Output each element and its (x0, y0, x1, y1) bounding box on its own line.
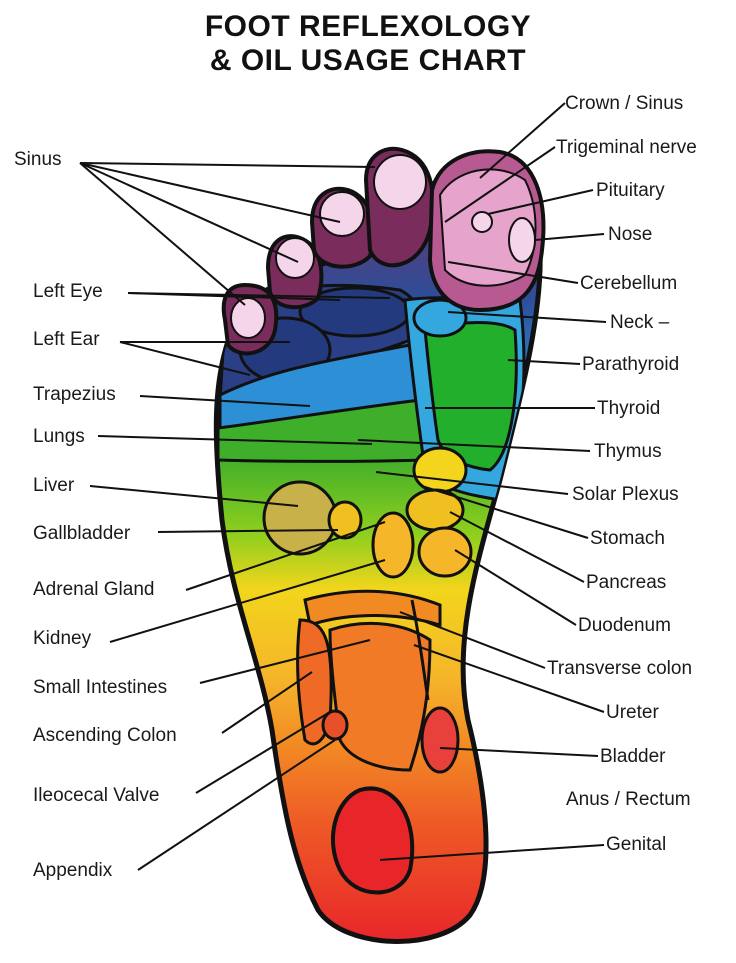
label-trigeminal-nerve: Trigeminal nerve (556, 137, 697, 158)
transverse-colon-zone (303, 589, 442, 628)
label-anus-rectum: Anus / Rectum (566, 789, 691, 810)
bladder-zone (420, 706, 460, 774)
label-ureter: Ureter (606, 702, 659, 723)
label-parathyroid: Parathyroid (582, 354, 680, 375)
second-toe (363, 146, 435, 268)
label-kidney: Kidney (33, 628, 92, 649)
label-left-eye: Left Eye (33, 281, 103, 302)
label-liver: Liver (33, 475, 75, 496)
genital-zone (331, 786, 415, 895)
label-gallbladder: Gallbladder (33, 523, 131, 544)
label-appendix: Appendix (33, 860, 113, 881)
label-small-intestines: Small Intestines (33, 677, 168, 698)
ileocecal-valve-zone (321, 709, 349, 741)
chart-title-line2: & OIL USAGE CHART (209, 44, 527, 77)
small-intestines-zone (328, 622, 432, 772)
neck-zone (412, 298, 468, 338)
label-thyroid: Thyroid (597, 398, 661, 419)
label-duodenum: Duodenum (578, 615, 671, 636)
gallbladder-zone (327, 500, 363, 540)
label-genital: Genital (606, 834, 667, 855)
label-nose: Nose (608, 224, 653, 245)
pancreas-zone (417, 526, 473, 578)
leader-lines (79, 102, 607, 871)
third-toe (309, 186, 376, 269)
label-ileocecal-valve: Ileocecal Valve (33, 785, 160, 806)
label-sinus: Sinus (14, 149, 62, 170)
label-cerebellum: Cerebellum (580, 273, 678, 294)
label-trapezius: Trapezius (33, 384, 116, 405)
label-transverse-colon: Transverse colon (547, 658, 693, 679)
label-adrenal-gland: Adrenal Gland (33, 579, 155, 600)
label-thymus: Thymus (594, 441, 662, 462)
label-pituitary: Pituitary (596, 180, 665, 201)
label-lungs: Lungs (33, 426, 85, 447)
label-solar-plexus: Solar Plexus (572, 484, 679, 505)
kidney-zone (371, 511, 415, 579)
label-stomach: Stomach (590, 528, 665, 549)
chart-title-line1: FOOT REFLEXOLOGY (204, 10, 532, 43)
big-toe (427, 149, 546, 313)
stomach-zone (412, 446, 468, 494)
label-neck: Neck – (610, 312, 670, 333)
label-left-ear: Left Ear (33, 329, 100, 350)
label-bladder: Bladder (600, 746, 666, 767)
little-toe (221, 282, 279, 356)
parathyroid-zone (423, 321, 518, 472)
toes (221, 146, 546, 356)
label-crown-sinus: Crown / Sinus (565, 93, 684, 114)
label-pancreas: Pancreas (586, 572, 667, 593)
ureter-zone (410, 599, 430, 701)
label-ascending-colon: Ascending Colon (33, 725, 177, 746)
